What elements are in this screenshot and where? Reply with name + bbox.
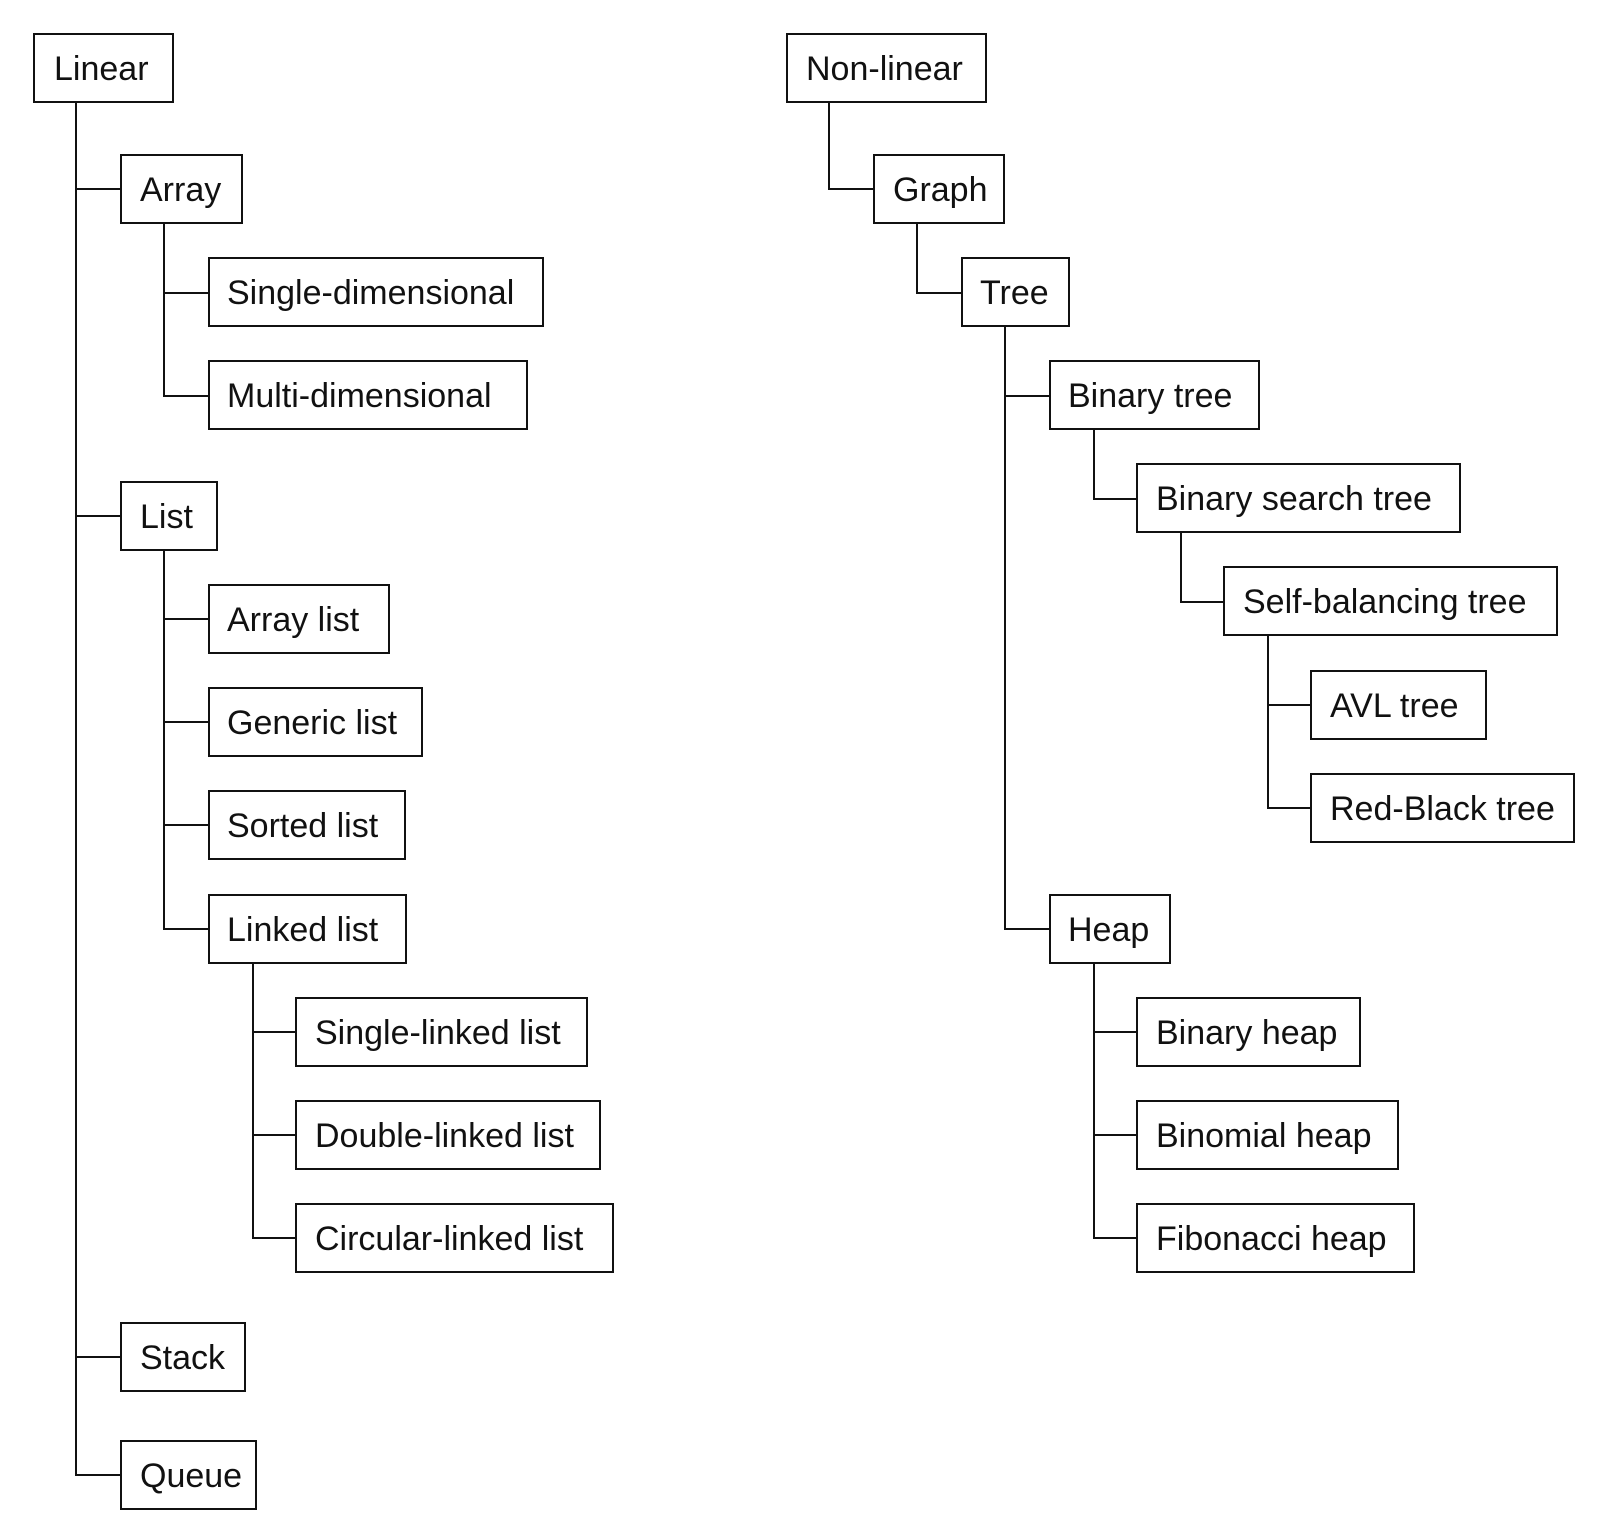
node-array-list: Array list (208, 584, 390, 654)
node-avl-tree: AVL tree (1310, 670, 1487, 740)
node-sorted-list: Sorted list (208, 790, 406, 860)
node-box-binary-heap (1136, 997, 1361, 1067)
node-label-binary-heap: Binary heap (1156, 1014, 1337, 1052)
node-single-dimensional: Single-dimensional (208, 257, 544, 327)
node-box-double-linked-list (295, 1100, 601, 1170)
node-label-sorted-list: Sorted list (227, 807, 379, 845)
connector-linked-trunk (252, 964, 296, 1239)
node-linear: Linear (33, 33, 174, 103)
node-box-queue (120, 1440, 257, 1510)
node-label-circular-linked-list: Circular-linked list (315, 1220, 584, 1258)
nonlinear-connectors (828, 102, 1311, 1239)
connector-selfbalancing-trunk (1267, 636, 1311, 809)
node-box-avl-tree (1310, 670, 1487, 740)
node-binary-heap: Binary heap (1136, 997, 1361, 1067)
node-label-self-balancing-tree: Self-balancing tree (1243, 583, 1527, 621)
node-box-tree (961, 257, 1070, 327)
node-label-graph: Graph (893, 171, 988, 209)
node-label-linked-list: Linked list (227, 911, 379, 949)
node-box-generic-list (208, 687, 423, 757)
node-multi-dimensional: Multi-dimensional (208, 360, 528, 430)
node-single-linked-list: Single-linked list (295, 997, 588, 1067)
node-label-linear: Linear (54, 50, 149, 88)
node-self-balancing-tree: Self-balancing tree (1223, 566, 1558, 636)
node-tree: Tree (961, 257, 1070, 327)
node-queue: Queue (120, 1440, 257, 1510)
node-box-multi-dimensional (208, 360, 528, 430)
node-red-black-tree: Red-Black tree (1310, 773, 1575, 843)
node-box-list (120, 481, 218, 551)
node-fibonacci-heap: Fibonacci heap (1136, 1203, 1415, 1273)
node-box-heap (1049, 894, 1171, 964)
node-array: Array (120, 154, 243, 224)
node-box-fibonacci-heap (1136, 1203, 1415, 1273)
node-label-heap: Heap (1068, 911, 1149, 949)
node-box-array (120, 154, 243, 224)
node-box-circular-linked-list (295, 1203, 614, 1273)
node-non-linear: Non-linear (786, 33, 987, 103)
connector-bst-selfbalancing (1180, 532, 1224, 603)
node-stack: Stack (120, 1322, 246, 1392)
node-heap: Heap (1049, 894, 1171, 964)
node-label-multi-dimensional: Multi-dimensional (227, 377, 492, 415)
node-box-binary-search-tree (1136, 463, 1461, 533)
node-label-array: Array (140, 171, 221, 209)
connector-binary-bst (1093, 430, 1137, 500)
node-label-tree: Tree (980, 274, 1049, 312)
node-linked-list: Linked list (208, 894, 407, 964)
node-box-binary-tree (1049, 360, 1260, 430)
node-label-single-linked-list: Single-linked list (315, 1014, 561, 1052)
node-box-linear (33, 33, 174, 103)
node-label-fibonacci-heap: Fibonacci heap (1156, 1220, 1387, 1258)
node-label-stack: Stack (140, 1339, 226, 1377)
node-binomial-heap: Binomial heap (1136, 1100, 1399, 1170)
node-label-list: List (140, 498, 193, 536)
node-box-sorted-list (208, 790, 406, 860)
linear-connectors (75, 102, 296, 1476)
node-double-linked-list: Double-linked list (295, 1100, 601, 1170)
node-label-non-linear: Non-linear (806, 50, 963, 88)
node-box-graph (873, 154, 1005, 224)
connector-list-trunk (163, 550, 209, 930)
connector-nonlinear-graph (828, 102, 874, 190)
node-label-double-linked-list: Double-linked list (315, 1117, 574, 1155)
connector-linear-trunk (75, 102, 121, 1476)
node-list: List (120, 481, 218, 551)
connector-graph-tree (916, 222, 962, 294)
node-box-red-black-tree (1310, 773, 1575, 843)
node-label-queue: Queue (140, 1457, 242, 1495)
node-binary-search-tree: Binary search tree (1136, 463, 1461, 533)
node-label-binary-tree: Binary tree (1068, 377, 1232, 415)
connector-heap-trunk (1093, 964, 1137, 1239)
node-label-avl-tree: AVL tree (1330, 687, 1459, 725)
connector-tree-trunk (1004, 326, 1050, 930)
connector-array-trunk (163, 222, 209, 397)
node-box-stack (120, 1322, 246, 1392)
node-label-binary-search-tree: Binary search tree (1156, 480, 1432, 518)
node-box-non-linear (786, 33, 987, 103)
node-box-self-balancing-tree (1223, 566, 1558, 636)
node-label-single-dimensional: Single-dimensional (227, 274, 514, 312)
node-label-generic-list: Generic list (227, 704, 398, 742)
node-box-single-linked-list (295, 997, 588, 1067)
node-label-red-black-tree: Red-Black tree (1330, 790, 1555, 828)
node-label-binomial-heap: Binomial heap (1156, 1117, 1371, 1155)
node-box-single-dimensional (208, 257, 544, 327)
node-box-array-list (208, 584, 390, 654)
node-binary-tree: Binary tree (1049, 360, 1260, 430)
node-box-binomial-heap (1136, 1100, 1399, 1170)
node-generic-list: Generic list (208, 687, 423, 757)
node-label-array-list: Array list (227, 601, 360, 639)
node-box-linked-list (208, 894, 407, 964)
node-circular-linked-list: Circular-linked list (295, 1203, 614, 1273)
node-graph: Graph (873, 154, 1005, 224)
